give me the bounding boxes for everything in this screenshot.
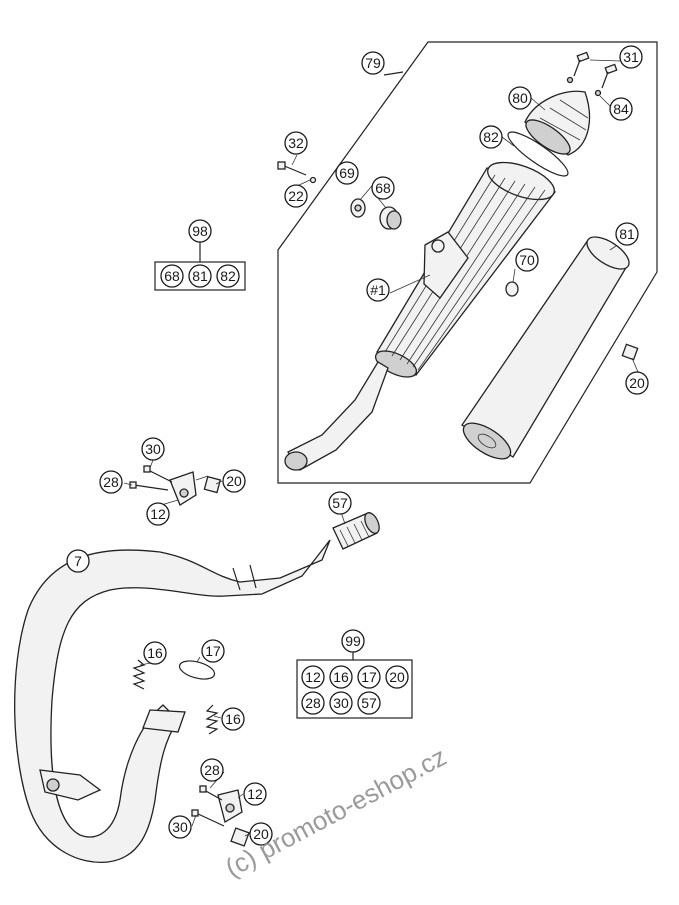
- svg-text:20: 20: [629, 375, 645, 391]
- svg-text:12: 12: [247, 786, 263, 802]
- callout-16: 16: [143, 641, 167, 665]
- callout-69: 69: [335, 161, 359, 185]
- kit-99-item: 30: [329, 691, 353, 715]
- callout-1: #1: [366, 278, 390, 302]
- rubber-bushings: [350, 198, 402, 230]
- svg-text:20: 20: [226, 473, 242, 489]
- svg-text:30: 30: [172, 819, 188, 835]
- callout-16: 16: [221, 707, 245, 731]
- svg-text:31: 31: [623, 49, 639, 65]
- svg-text:84: 84: [613, 101, 629, 117]
- callout-81: 81: [615, 222, 639, 246]
- sealing-ring: [178, 660, 216, 680]
- svg-text:16: 16: [147, 645, 163, 661]
- o-ring: [507, 131, 569, 177]
- callout-68: 68: [371, 176, 395, 200]
- kit-98-label: 98: [188, 219, 212, 243]
- svg-text:17: 17: [361, 669, 377, 685]
- svg-text:70: 70: [519, 252, 535, 268]
- callout-31: 31: [619, 45, 643, 69]
- mounting-screw: [277, 161, 317, 184]
- callout-30: 30: [168, 815, 192, 839]
- bracket-upper: [129, 465, 222, 506]
- svg-text:16: 16: [333, 669, 349, 685]
- svg-text:82: 82: [220, 268, 236, 284]
- callout-12: 12: [243, 782, 267, 806]
- silencer-assembly-outline: [277, 41, 658, 484]
- kit-98-item: 68: [160, 264, 184, 288]
- callout-57: 57: [328, 491, 352, 515]
- svg-text:69: 69: [339, 165, 355, 181]
- watermark-text: (c) promoto-eshop.cz: [220, 741, 451, 883]
- callout-30: 30: [141, 437, 165, 461]
- kit-99-item: 57: [357, 691, 381, 715]
- svg-text:16: 16: [225, 711, 241, 727]
- cap-screws: [566, 51, 618, 97]
- exhaust-pipe: [14, 539, 331, 864]
- callout-70: 70: [515, 248, 539, 272]
- svg-text:20: 20: [253, 826, 269, 842]
- callout-20: 20: [625, 371, 649, 395]
- kit-99-item: 16: [329, 665, 353, 689]
- clip-nut: [621, 343, 639, 361]
- svg-text:12: 12: [150, 506, 166, 522]
- svg-text:7: 7: [74, 553, 82, 569]
- kit-99-item: 28: [301, 691, 325, 715]
- callout-80: 80: [508, 86, 532, 110]
- kit-99-item: 17: [357, 665, 381, 689]
- svg-text:17: 17: [205, 643, 221, 659]
- springs: [132, 659, 219, 735]
- svg-text:57: 57: [332, 495, 348, 511]
- svg-text:20: 20: [389, 669, 405, 685]
- callout-84: 84: [609, 97, 633, 121]
- svg-text:28: 28: [103, 474, 119, 490]
- svg-text:99: 99: [345, 633, 361, 649]
- svg-text:81: 81: [619, 226, 635, 242]
- svg-text:79: 79: [365, 55, 381, 71]
- svg-text:28: 28: [305, 695, 321, 711]
- kit-98-item: 81: [188, 264, 212, 288]
- callout-28: 28: [99, 470, 123, 494]
- svg-text:12: 12: [305, 669, 321, 685]
- end-cap: [524, 90, 591, 156]
- svg-text:82: 82: [483, 129, 499, 145]
- callout-7: 7: [66, 549, 90, 573]
- callout-32: 32: [284, 131, 308, 155]
- svg-text:30: 30: [145, 441, 161, 457]
- exhaust-connector: [332, 512, 380, 550]
- svg-text:68: 68: [375, 180, 391, 196]
- kit-99-label: 99: [341, 629, 365, 653]
- svg-text:98: 98: [192, 223, 208, 239]
- kit-99-item: 12: [301, 665, 325, 689]
- callout-79: 79: [361, 51, 385, 75]
- callout-17: 17: [201, 639, 225, 663]
- svg-text:81: 81: [192, 268, 208, 284]
- callout-20: 20: [222, 469, 246, 493]
- callout-22: 22: [284, 184, 308, 208]
- kit-98: 98 68 81 82: [154, 219, 246, 291]
- silencer-packing: [461, 236, 630, 460]
- svg-text:80: 80: [512, 90, 528, 106]
- bracket-lower: [191, 785, 250, 847]
- callout-82: 82: [479, 125, 503, 149]
- svg-text:32: 32: [288, 135, 304, 151]
- svg-text:#1: #1: [370, 282, 386, 298]
- kit-98-item: 82: [216, 264, 240, 288]
- callout-28: 28: [200, 758, 224, 782]
- svg-text:28: 28: [204, 762, 220, 778]
- callout-20: 20: [249, 822, 273, 846]
- svg-text:22: 22: [288, 188, 304, 204]
- callout-12: 12: [146, 502, 170, 526]
- kit-99-item: 20: [385, 665, 409, 689]
- svg-text:68: 68: [164, 268, 180, 284]
- kit-99: 99 12 16 17 20 28 30 57: [296, 629, 413, 719]
- washer: [505, 281, 519, 297]
- svg-text:30: 30: [333, 695, 349, 711]
- silencer-body: [284, 161, 557, 471]
- svg-text:57: 57: [361, 695, 377, 711]
